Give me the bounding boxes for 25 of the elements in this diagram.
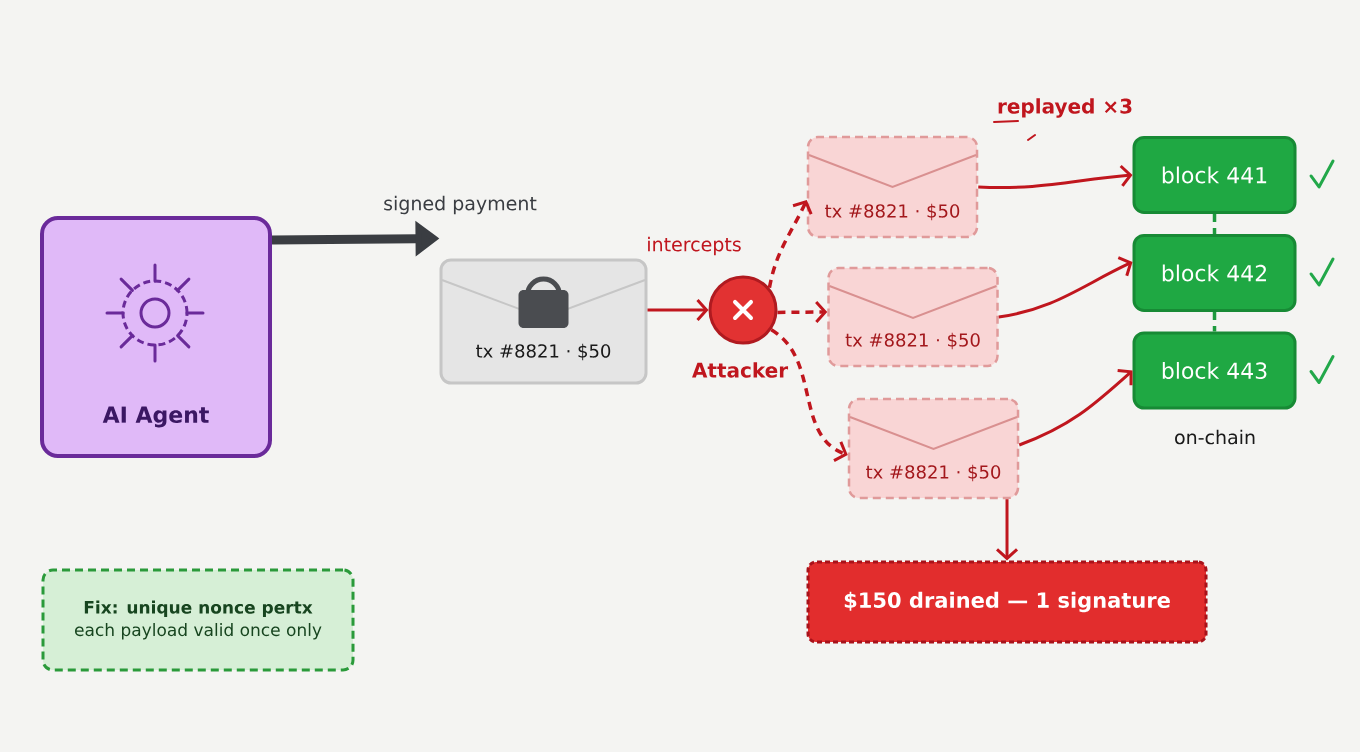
arrow	[978, 164, 1133, 190]
note-box: Fix: unique nonce pertx each payload valid once only	[41, 568, 355, 672]
connector-line	[1212, 312, 1217, 332]
edge-label: signed payment	[381, 193, 539, 217]
arrow	[998, 256, 1133, 319]
text-label: replayed ×3	[998, 98, 1132, 118]
agent-box: AI Agent	[40, 216, 272, 458]
block-box: block 442	[1132, 234, 1297, 312]
envelope: tx #8821 · $50	[847, 397, 1020, 500]
edge-label: intercepts	[644, 234, 744, 258]
block-box: block 441	[1132, 136, 1297, 214]
arrow	[767, 200, 813, 289]
text-label: on-chain	[1175, 429, 1255, 445]
connector-line	[1212, 214, 1217, 234]
arrow	[647, 299, 709, 321]
alert-box: $150 drained — 1 signature	[806, 560, 1208, 644]
arrow	[996, 499, 1018, 561]
arrow	[1018, 368, 1133, 447]
envelope: tx #8821 · $50	[827, 266, 999, 368]
envelope: tx #8821 · $50	[806, 135, 979, 239]
block-box: block 443	[1132, 331, 1297, 410]
arrow	[777, 301, 828, 324]
node-label: Attacker	[692, 362, 789, 378]
envelope: tx #8821 · $50	[439, 258, 648, 385]
arrow	[770, 328, 848, 462]
